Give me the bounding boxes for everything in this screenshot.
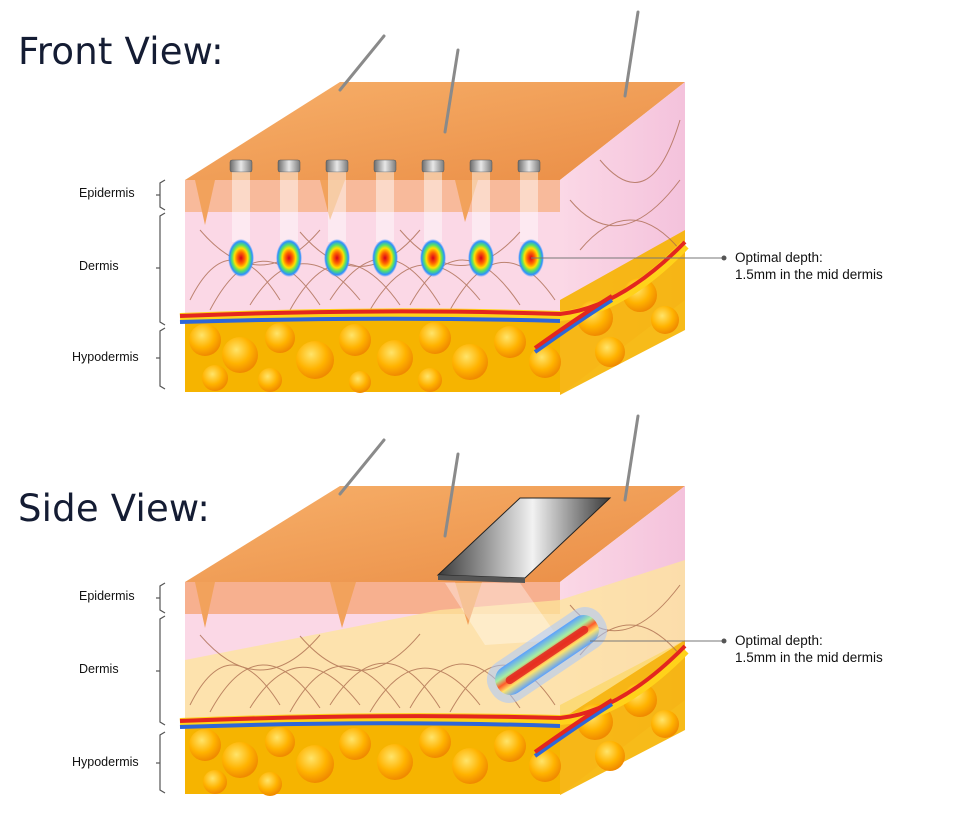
front-blood-vessels bbox=[179, 240, 689, 354]
front-thermal-zones bbox=[228, 239, 544, 277]
side-epidermis-label: Epidermis bbox=[79, 589, 135, 603]
side-applicator-plate bbox=[436, 497, 612, 645]
front-collagen-fibers bbox=[189, 119, 681, 311]
side-skin-block bbox=[179, 414, 689, 796]
side-view-title: Side View: bbox=[18, 487, 211, 530]
front-dermis-label: Dermis bbox=[79, 259, 119, 273]
front-skin-block bbox=[179, 10, 689, 395]
side-callout-text: Optimal depth: 1.5mm in the mid dermis bbox=[735, 632, 883, 666]
front-hairs bbox=[338, 10, 640, 134]
front-callout-line1: Optimal depth: bbox=[735, 250, 823, 265]
side-callout-leader bbox=[590, 638, 727, 644]
side-hairs bbox=[338, 414, 640, 538]
side-thermal-zone bbox=[486, 607, 608, 703]
front-skin-surface bbox=[185, 82, 685, 180]
front-callout-leader bbox=[531, 255, 727, 261]
side-fat-cells bbox=[189, 683, 679, 796]
front-callout-text: Optimal depth: 1.5mm in the mid dermis bbox=[735, 249, 883, 283]
front-callout-line2: 1.5mm in the mid dermis bbox=[735, 267, 883, 282]
side-heated-band bbox=[185, 560, 685, 720]
side-callout-line1: Optimal depth: bbox=[735, 633, 823, 648]
front-view-title: Front View: bbox=[18, 30, 224, 73]
front-epidermis-label: Epidermis bbox=[79, 186, 135, 200]
front-microneedle-pins bbox=[229, 159, 541, 242]
side-layer-brackets bbox=[156, 582, 166, 794]
front-layer-brackets bbox=[156, 179, 166, 390]
side-dermis-label: Dermis bbox=[79, 662, 119, 676]
side-blood-vessels bbox=[179, 644, 689, 758]
side-callout-line2: 1.5mm in the mid dermis bbox=[735, 650, 883, 665]
side-hypodermis-label: Hypodermis bbox=[72, 755, 139, 769]
front-hypodermis-label: Hypodermis bbox=[72, 350, 139, 364]
